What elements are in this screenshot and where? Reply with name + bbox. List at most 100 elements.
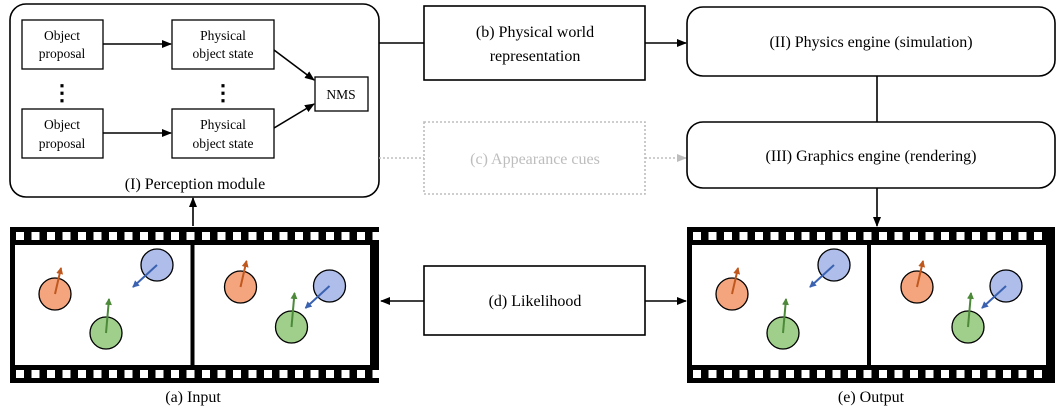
sprocket-hole <box>140 232 148 240</box>
sprocket-hole <box>341 370 350 378</box>
sprocket-hole <box>31 232 40 240</box>
sprocket-hole <box>724 232 732 240</box>
sprocket-hole <box>972 370 980 378</box>
sprocket-hole <box>248 370 257 378</box>
sprocket-hole <box>16 370 24 378</box>
graphics-engine-box <box>686 121 1056 189</box>
sprocket-hole <box>786 232 794 240</box>
sprocket-hole <box>1034 370 1042 378</box>
sprocket-hole <box>693 370 701 378</box>
sprocket-hole <box>894 232 903 240</box>
sprocket-hole <box>217 232 226 240</box>
arrow-state1-to-nms <box>273 49 315 81</box>
sprocket-hole <box>186 232 195 240</box>
physics-engine-box <box>686 6 1056 77</box>
sprocket-hole <box>910 370 918 378</box>
sprocket-hole <box>925 370 934 378</box>
graphics-engine-label: (III) Graphics engine (rendering) <box>765 148 976 165</box>
sprocket-hole <box>708 370 717 378</box>
physical-world-representation-box <box>423 5 646 81</box>
sprocket-hole <box>171 370 179 378</box>
sprocket-hole <box>155 232 164 240</box>
sprocket-hole <box>801 370 810 378</box>
sprocket-hole <box>78 232 86 240</box>
output-film-strip <box>687 227 1055 383</box>
sprocket-hole <box>233 370 241 378</box>
green-velocity-arrow <box>781 298 789 334</box>
sprocket-hole <box>326 232 334 240</box>
sprocket-hole <box>31 370 40 378</box>
sprocket-hole <box>1018 370 1027 378</box>
sprocket-hole <box>817 232 825 240</box>
sprocket-hole <box>848 232 856 240</box>
representation-line2: representation <box>490 48 581 65</box>
sprocket-hole <box>941 370 949 378</box>
sprocket-hole <box>832 370 841 378</box>
sprocket-hole <box>124 370 133 378</box>
sprocket-hole <box>693 232 701 240</box>
sprocket-hole <box>956 232 965 240</box>
orange-velocity-arrow <box>239 260 249 288</box>
sprocket-hole <box>93 370 102 378</box>
physics-engine-label: (II) Physics engine (simulation) <box>769 34 972 51</box>
object-proposal-2-line1: Object <box>44 117 80 132</box>
sprocket-hole <box>848 370 856 378</box>
sprocket-hole <box>202 370 210 378</box>
sprocket-hole <box>47 232 55 240</box>
sprocket-hole <box>47 370 55 378</box>
sprocket-hole <box>770 370 779 378</box>
sprocket-hole <box>801 232 810 240</box>
green-velocity-arrow <box>966 292 974 328</box>
sprocket-hole <box>372 370 381 378</box>
green-velocity-arrow <box>104 298 112 334</box>
sprocket-hole <box>264 370 272 378</box>
sprocket-hole <box>264 232 272 240</box>
sprocket-hole <box>124 232 133 240</box>
nms-box <box>314 76 369 112</box>
sprocket-hole <box>326 370 334 378</box>
sprocket-hole <box>863 370 872 378</box>
blue-velocity-arrow <box>981 285 1007 309</box>
orange-velocity-arrow <box>731 267 741 295</box>
sprocket-hole <box>1003 370 1011 378</box>
input-film-strip <box>10 227 381 383</box>
sprocket-hole <box>248 232 257 240</box>
sprocket-hole <box>879 370 887 378</box>
sprocket-hole <box>372 232 381 240</box>
sprocket-hole <box>724 370 732 378</box>
likelihood-label: (d) Likelihood <box>489 293 582 310</box>
sprocket-hole <box>941 232 949 240</box>
sprocket-hole <box>62 370 71 378</box>
physical-object-state-1-line2: object state <box>192 46 253 61</box>
appearance-cues-label: (c) Appearance cues <box>470 151 600 168</box>
sprocket-hole <box>894 370 903 378</box>
sprocket-hole <box>1034 232 1042 240</box>
sprocket-hole <box>1003 232 1011 240</box>
sprocket-hole <box>987 370 996 378</box>
sprocket-hole <box>78 370 86 378</box>
blue-velocity-arrow <box>132 264 158 288</box>
object-proposal-1-line2: proposal <box>39 46 86 61</box>
sprocket-hole <box>279 232 288 240</box>
sprocket-hole <box>925 232 934 240</box>
sprocket-hole <box>770 232 779 240</box>
film-frame <box>871 245 1046 365</box>
blue-velocity-arrow <box>809 264 835 288</box>
film-frame <box>194 245 370 365</box>
physical-object-state-1-line1: Physical <box>200 28 246 43</box>
object-proposal-2-line2: proposal <box>39 136 86 151</box>
sprocket-hole <box>357 232 365 240</box>
sprocket-hole <box>755 232 763 240</box>
sprocket-hole <box>739 370 748 378</box>
sprocket-hole <box>956 370 965 378</box>
sprocket-hole <box>109 370 117 378</box>
sprocket-hole <box>16 232 24 240</box>
sprocket-hole <box>817 370 825 378</box>
sprocket-hole <box>341 232 350 240</box>
representation-line1: (b) Physical world <box>476 24 594 41</box>
sprocket-hole <box>755 370 763 378</box>
sprocket-hole <box>233 232 241 240</box>
orange-velocity-arrow <box>54 267 64 295</box>
orange-velocity-arrow <box>916 260 926 288</box>
sprocket-hole <box>109 232 117 240</box>
